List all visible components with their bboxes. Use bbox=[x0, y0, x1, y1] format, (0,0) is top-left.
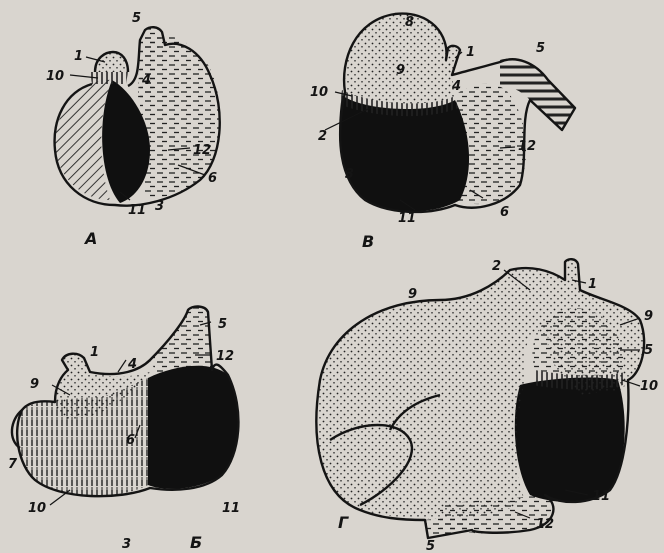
panel-g-label-11: 11 bbox=[592, 489, 610, 504]
panel-v-label-4: 4 bbox=[451, 79, 461, 94]
panel-b-label-10: 10 bbox=[28, 501, 46, 516]
panel-a-label-11: 11 bbox=[128, 203, 146, 218]
panel-v-label-1: 1 bbox=[466, 45, 475, 60]
panel-b-label-11: 11 bbox=[222, 501, 240, 516]
panel-b-label-7: 7 bbox=[8, 457, 18, 472]
panel-b-label-5: 5 bbox=[218, 317, 227, 332]
panel-a-label-1: 1 bbox=[74, 49, 83, 64]
panel-g-label-5b: 5 bbox=[426, 539, 435, 553]
panel-g-label-10: 10 bbox=[640, 379, 658, 394]
panel-v-label-6: 6 bbox=[500, 205, 509, 220]
panel-b-label-3: 3 bbox=[122, 537, 131, 552]
panel-a-label-4: 4 bbox=[141, 73, 151, 88]
panel-v-label-12: 12 bbox=[518, 139, 536, 154]
panel-v-letter: В bbox=[362, 232, 374, 251]
panel-g-label-12: 12 bbox=[536, 517, 554, 532]
panel-v-label-3: 3 bbox=[345, 167, 354, 182]
panel-b-label-1: 1 bbox=[90, 345, 99, 360]
panel-a-label-5: 5 bbox=[132, 11, 141, 26]
panel-v-label-11: 11 bbox=[398, 211, 416, 226]
panel-v-label-8: 8 bbox=[405, 15, 414, 30]
panel-g-region-black bbox=[515, 378, 625, 502]
panel-b bbox=[12, 306, 239, 496]
panel-b-label-4: 4 bbox=[127, 357, 137, 372]
panel-b-label-12: 12 bbox=[216, 349, 234, 364]
panel-v-label-9: 9 bbox=[396, 63, 405, 78]
panel-b-label-9: 9 bbox=[30, 377, 39, 392]
panel-g-label-1: 1 bbox=[588, 277, 597, 292]
panel-a-label-3: 3 bbox=[155, 199, 164, 214]
panel-b-letter: Б bbox=[190, 533, 202, 552]
panel-g-label-2: 2 bbox=[492, 259, 501, 274]
panel-a-label-6: 6 bbox=[208, 171, 217, 186]
panel-g-label-9a: 9 bbox=[408, 287, 417, 302]
panel-g-label-9b: 9 bbox=[644, 309, 653, 324]
panel-v-region-dotted bbox=[344, 14, 455, 104]
panel-a-label-10: 10 bbox=[46, 69, 64, 84]
panel-v-label-5: 5 bbox=[536, 41, 545, 56]
panel-g-letter: Г bbox=[338, 513, 349, 532]
panel-a-letter: А bbox=[83, 229, 97, 248]
panel-v-label-10: 10 bbox=[310, 85, 328, 100]
panel-v-label-2: 2 bbox=[318, 129, 327, 144]
panel-a-label-12: 12 bbox=[193, 143, 211, 158]
panel-b-label-6: 6 bbox=[126, 433, 135, 448]
panel-g-label-5a: 5 bbox=[644, 343, 653, 358]
